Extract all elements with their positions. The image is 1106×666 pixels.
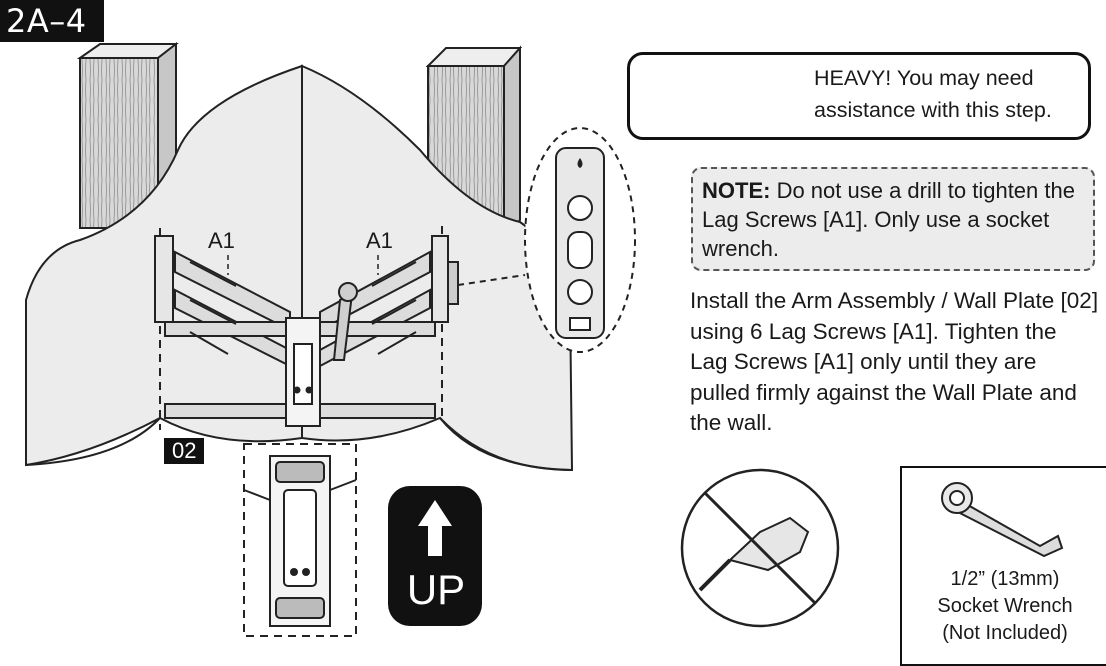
heavy-warning-text: HEAVY! You may need assistance with this… [814, 62, 1090, 126]
lag-screws [189, 261, 417, 355]
up-arrow-icon [418, 500, 452, 556]
level-callout [457, 127, 636, 353]
note-box [691, 167, 1095, 271]
part-label-02: 02 [164, 438, 205, 464]
up-badge [388, 486, 482, 626]
mounting-illustration [25, 41, 1064, 637]
part-label-a1-left: A1 [208, 228, 235, 253]
note-text: NOTE: Do not use a drill to tighten the … [702, 176, 1094, 263]
step-number: 2A–4 [0, 0, 104, 42]
tool-name: Socket Wrench [937, 595, 1073, 617]
tool-note: (Not Included) [942, 622, 1068, 644]
up-label: UP [406, 566, 466, 613]
instruction-text: Install the Arm Assembly / Wall Plate [0… [690, 288, 1099, 435]
heavy-warning-box [627, 52, 1091, 140]
wall-plate-detail [243, 443, 357, 637]
socket-wrench-in-use [332, 282, 358, 361]
part-label-a1-right: A1 [366, 228, 393, 253]
heavy-warning-title: HEAVY! [814, 66, 892, 90]
tool-caption: 1/2” (13mm) Socket Wrench (Not Included) [905, 566, 1105, 647]
socket-wrench-icon [941, 482, 1064, 558]
note-label: NOTE: [702, 178, 771, 203]
heavy-warning-line1: You may need [891, 66, 1034, 90]
note-body: Do not use a drill to tighten the Lag Sc… [702, 178, 1075, 261]
heavy-warning-line2: assistance with this step. [814, 98, 1052, 122]
tool-size: 1/2” (13mm) [950, 568, 1060, 590]
arm-assembly [164, 250, 436, 427]
no-drill-icon [680, 468, 840, 628]
